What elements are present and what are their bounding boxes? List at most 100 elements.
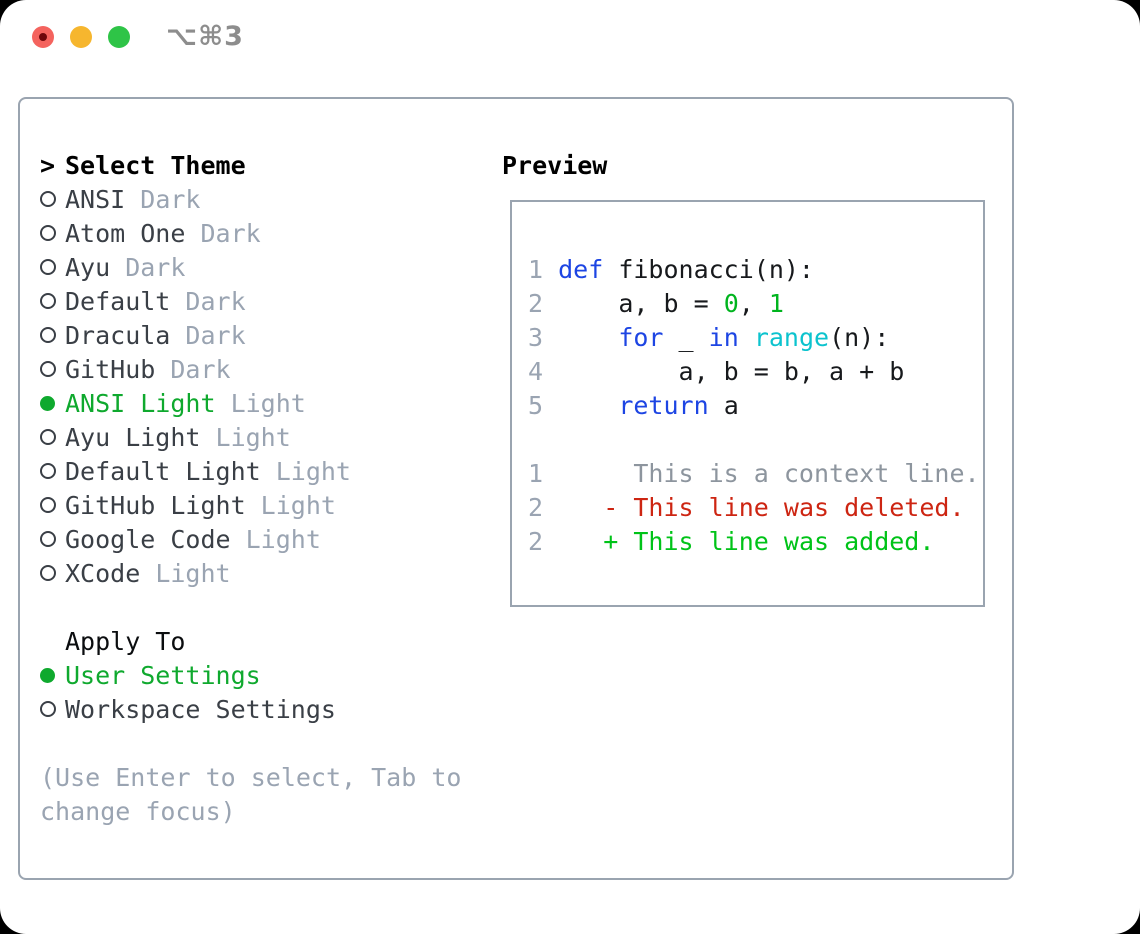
apply-to-option[interactable]: User Settings bbox=[40, 658, 461, 692]
theme-option[interactable]: ANSI Light Light bbox=[40, 386, 461, 420]
code-line: 1 def fibonacci(n): bbox=[528, 252, 983, 286]
code-segment: 2 bbox=[528, 492, 544, 522]
radio-icon bbox=[40, 259, 56, 275]
code-segment bbox=[543, 493, 603, 522]
code-segment: for bbox=[618, 322, 664, 352]
code-segment: 1 bbox=[528, 458, 544, 488]
code-segment: 1 bbox=[528, 254, 559, 284]
radio-selected-icon bbox=[40, 395, 55, 411]
code-line: 5 return a bbox=[528, 388, 983, 422]
radio-selected-icon bbox=[40, 667, 55, 683]
radio-icon bbox=[40, 191, 56, 207]
code-segment: - This line was deleted. bbox=[603, 492, 965, 522]
hint-line-1: (Use Enter to select, Tab to bbox=[40, 762, 462, 792]
radio-icon bbox=[40, 225, 56, 241]
code-segment: _ bbox=[663, 322, 709, 352]
spacer bbox=[40, 726, 461, 760]
theme-list-title: Select Theme bbox=[65, 150, 246, 180]
code-segment: (n): bbox=[829, 322, 890, 352]
radio-icon bbox=[40, 361, 56, 377]
code-segment: a, b = b, a + b bbox=[558, 356, 905, 386]
code-line: 2 - This line was deleted. bbox=[528, 490, 983, 524]
theme-option[interactable]: Default Light Light bbox=[40, 454, 461, 488]
code-segment: This is a context line. bbox=[543, 458, 980, 488]
code-segment: a, b = bbox=[558, 288, 724, 318]
code-line: 2 + This line was added. bbox=[528, 524, 983, 558]
theme-option[interactable]: Ayu Light Light bbox=[40, 420, 461, 454]
theme-name: XCode bbox=[65, 558, 141, 588]
code-line bbox=[528, 218, 983, 252]
radio-icon bbox=[40, 531, 56, 547]
radio-icon bbox=[40, 565, 56, 581]
theme-option[interactable]: GitHub Light Light bbox=[40, 488, 461, 522]
code-segment bbox=[558, 391, 618, 420]
theme-name: Ayu Light bbox=[65, 422, 201, 452]
code-segment: def bbox=[558, 254, 604, 284]
theme-variant-tag: Dark bbox=[125, 184, 201, 214]
apply-to-header: Apply To bbox=[40, 624, 461, 658]
theme-name: Default bbox=[65, 286, 171, 316]
theme-name: Default Light bbox=[65, 456, 261, 486]
theme-option[interactable]: Atom One Dark bbox=[40, 216, 461, 250]
theme-variant-tag: Dark bbox=[155, 354, 231, 384]
radio-icon bbox=[40, 463, 56, 479]
theme-variant-tag: Light bbox=[140, 558, 231, 588]
code-line: 3 for _ in range(n): bbox=[528, 320, 983, 354]
theme-option[interactable]: Default Dark bbox=[40, 284, 461, 318]
theme-name: GitHub bbox=[65, 354, 156, 384]
theme-option[interactable]: ANSI Dark bbox=[40, 182, 461, 216]
apply-to-title: Apply To bbox=[65, 626, 186, 656]
code-line: 1 This is a context line. bbox=[528, 456, 983, 490]
radio-icon bbox=[40, 497, 56, 513]
theme-name: Google Code bbox=[65, 524, 231, 554]
code-segment: 2 bbox=[528, 288, 559, 318]
theme-variant-tag: Light bbox=[215, 388, 306, 418]
theme-variant-tag: Light bbox=[260, 456, 351, 486]
theme-name: Dracula bbox=[65, 320, 171, 350]
theme-name: Ayu bbox=[65, 252, 111, 282]
code-line bbox=[528, 422, 983, 456]
theme-option[interactable]: Ayu Dark bbox=[40, 250, 461, 284]
theme-name: ANSI Light bbox=[65, 388, 216, 418]
theme-variant-tag: Dark bbox=[185, 218, 261, 248]
preview-title: Preview bbox=[502, 150, 608, 180]
code-segment: return bbox=[618, 390, 709, 420]
theme-variant-tag: Light bbox=[230, 524, 321, 554]
keyboard-shortcut-label: ⌥⌘3 bbox=[166, 21, 244, 52]
theme-variant-tag: Light bbox=[245, 490, 336, 520]
hint-line-2: change focus) bbox=[40, 796, 236, 826]
radio-icon bbox=[40, 327, 56, 343]
titlebar: ⌥⌘3 bbox=[0, 0, 1140, 70]
radio-icon bbox=[40, 293, 56, 309]
code-segment: 4 bbox=[528, 356, 559, 386]
theme-option[interactable]: GitHub Dark bbox=[40, 352, 461, 386]
spacer bbox=[40, 590, 461, 624]
code-segment: 2 bbox=[528, 526, 544, 556]
maximize-button[interactable] bbox=[108, 26, 130, 48]
code-line: 4 a, b = b, a + b bbox=[528, 354, 983, 388]
prompt-icon: > bbox=[40, 150, 56, 180]
code-segment: 1 bbox=[768, 288, 784, 318]
theme-option[interactable]: Dracula Dark bbox=[40, 318, 461, 352]
theme-name: Atom One bbox=[65, 218, 186, 248]
code-segment: fibonacci(n): bbox=[603, 254, 814, 284]
theme-option[interactable]: Google Code Light bbox=[40, 522, 461, 556]
code-segment bbox=[543, 527, 603, 556]
theme-name: GitHub Light bbox=[65, 490, 246, 520]
apply-to-label: Workspace Settings bbox=[65, 694, 336, 724]
apply-to-label: User Settings bbox=[65, 660, 261, 690]
minimize-button[interactable] bbox=[70, 26, 92, 48]
code-segment: 0 bbox=[723, 288, 739, 318]
apply-to-option[interactable]: Workspace Settings bbox=[40, 692, 461, 726]
close-button[interactable] bbox=[32, 26, 54, 48]
theme-option[interactable]: XCode Light bbox=[40, 556, 461, 590]
radio-icon bbox=[40, 429, 56, 445]
theme-variant-tag: Dark bbox=[170, 286, 246, 316]
code-segment: a bbox=[708, 390, 739, 420]
radio-icon bbox=[40, 701, 56, 717]
theme-variant-tag: Dark bbox=[170, 320, 246, 350]
code-segment: in bbox=[708, 322, 739, 352]
